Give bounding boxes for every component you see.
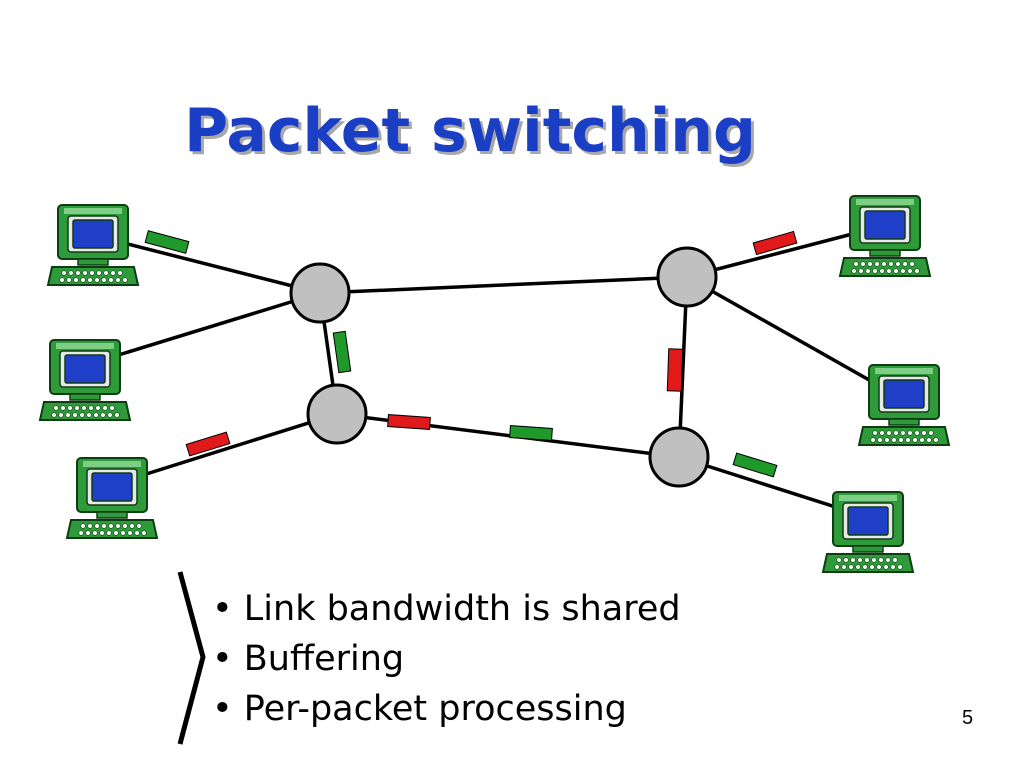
router-a bbox=[289, 262, 351, 324]
link-left-2-a bbox=[111, 291, 321, 359]
link-a-c bbox=[319, 275, 688, 295]
computer-right-2 bbox=[858, 364, 950, 446]
bullet-item: • Buffering bbox=[212, 639, 405, 679]
router-b bbox=[306, 383, 368, 445]
packet-ab-link bbox=[332, 330, 352, 374]
bullet-chevron bbox=[177, 571, 206, 745]
router-d bbox=[648, 426, 710, 488]
packet-right-3-link bbox=[732, 452, 778, 478]
packets bbox=[144, 230, 798, 478]
computer-left-1 bbox=[47, 204, 139, 286]
computer-left-3 bbox=[66, 457, 158, 539]
bullet-list: • Link bandwidth is shared • Buffering •… bbox=[212, 584, 681, 734]
computer-right-3 bbox=[822, 491, 914, 573]
computer-right-1 bbox=[839, 195, 931, 277]
packet-cd-link bbox=[666, 348, 684, 392]
bullet-item: • Link bandwidth is shared bbox=[212, 589, 681, 629]
computer-left-2 bbox=[39, 339, 131, 421]
link-c-right-2 bbox=[686, 275, 879, 387]
link-left-3-b bbox=[139, 412, 338, 478]
packet-bd-link-2 bbox=[509, 425, 553, 441]
packet-left-1-link bbox=[144, 230, 190, 254]
packet-bd-link-1 bbox=[387, 414, 431, 430]
link-left-1-a bbox=[119, 240, 321, 295]
bullet-item: • Per-packet processing bbox=[212, 689, 627, 729]
packet-left-3-link bbox=[185, 431, 231, 457]
slide-title: Packet switching bbox=[184, 96, 756, 166]
packet-right-1-link bbox=[752, 230, 798, 256]
router-c bbox=[656, 246, 718, 308]
page-number: 5 bbox=[962, 707, 974, 729]
